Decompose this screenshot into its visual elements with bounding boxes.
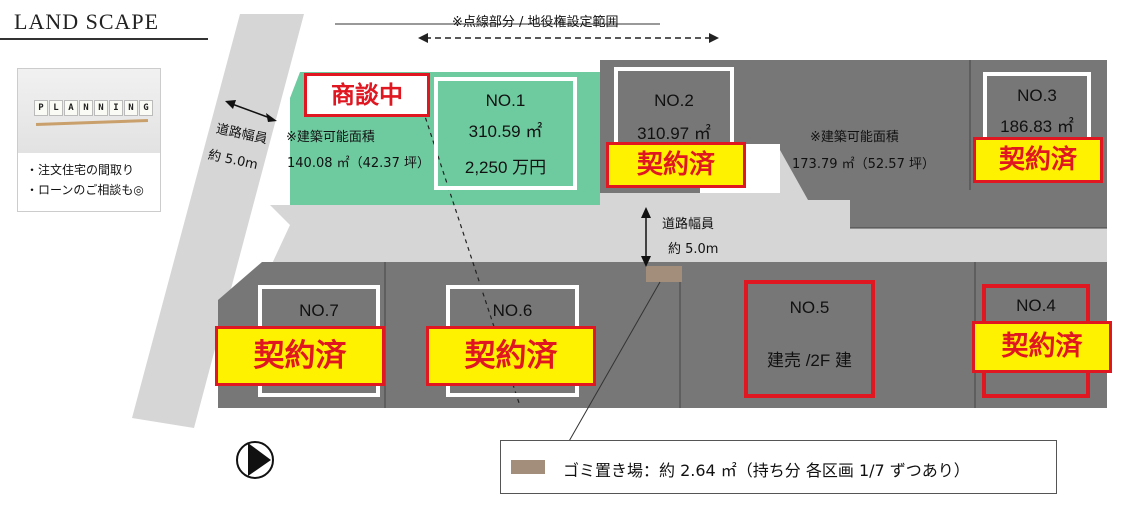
lot3-status-badge: 契約済 (973, 137, 1103, 183)
arrow-right-icon (709, 33, 719, 43)
lot5-number: NO.5 (789, 298, 830, 317)
legend-box: ゴミ置き場：約 2.64 ㎡（持ち分 各区画 1/7 ずつあり） (500, 440, 1057, 494)
center-road-title: 道路幅員 (662, 217, 715, 232)
lot1-status-badge: 商談中 (304, 73, 430, 117)
planning-bullet-2: ・ローンのご相談も◎ (26, 183, 144, 197)
lot23-buildable-label: ※建築可能面積 (810, 130, 899, 145)
planning-tile: N (94, 100, 108, 116)
legend-leader-line (567, 281, 661, 444)
lot1-buildable-area: 140.08 ㎡（42.37 坪） (287, 156, 430, 171)
lot3-area: 186.83 ㎡ (1000, 117, 1074, 136)
arrow-icon (225, 100, 236, 109)
planning-tile: N (124, 100, 138, 116)
lot2-status-badge: 契約済 (606, 142, 746, 188)
north-compass-icon (236, 441, 274, 479)
lot1-buildable-label: ※建築可能面積 (286, 130, 375, 145)
legend-text: ゴミ置き場：約 2.64 ㎡（持ち分 各区画 1/7 ずつあり） (563, 461, 970, 480)
arrow-icon (266, 113, 277, 122)
arrow-down-icon (641, 256, 651, 267)
lot7-status-badge: 契約済 (215, 326, 385, 386)
lot7-number: NO.7 (299, 301, 339, 320)
center-road-width: 約 5.0m (668, 242, 719, 257)
lot2-number: NO.2 (654, 91, 694, 110)
brand-underline (0, 38, 208, 40)
planning-tile: N (79, 100, 93, 116)
lot1-area: 310.59 ㎡ (468, 122, 543, 141)
left-road (132, 14, 304, 428)
planning-tile: G (139, 100, 153, 116)
lot6-status-badge: 契約済 (426, 326, 596, 386)
planning-tile: P (34, 100, 48, 116)
arrow-left-icon (418, 33, 428, 43)
brand-title: LAND SCAPE (14, 9, 160, 34)
lot5-note: 建売 /2F 建 (766, 351, 852, 370)
lot1-number: NO.1 (485, 91, 526, 110)
garbage-swatch (511, 460, 545, 474)
lot6-number: NO.6 (492, 301, 533, 320)
left-road-width-arrow (231, 103, 271, 119)
planning-bullet-1: ・注文住宅の間取り (26, 163, 135, 177)
north-arrow-icon (248, 443, 271, 476)
arrow-up-icon (641, 207, 651, 218)
planning-tile: L (49, 100, 63, 116)
lot5-box: NO.5 建売 /2F 建 (744, 280, 875, 398)
lot1-box: NO.1 310.59 ㎡ 2,250 万円 (434, 77, 577, 190)
lot2-lot3-parcel (600, 60, 1107, 228)
bottom-lots (218, 262, 975, 408)
lot4-status-badge: 契約済 (972, 321, 1112, 373)
easement-note: ※点線部分 / 地役権設定範囲 (452, 15, 619, 30)
planning-tile: I (109, 100, 123, 116)
lot3-number: NO.3 (1017, 86, 1057, 105)
lot1-price: 2,250 万円 (464, 158, 547, 177)
lot2-area: 310.97 ㎡ (637, 124, 711, 143)
center-road (270, 150, 1107, 268)
garbage-area (646, 266, 682, 282)
lot23-buildable-area: 173.79 ㎡（52.57 坪） (792, 157, 935, 172)
planning-tile: A (64, 100, 78, 116)
lot4-number: NO.4 (1016, 296, 1056, 315)
